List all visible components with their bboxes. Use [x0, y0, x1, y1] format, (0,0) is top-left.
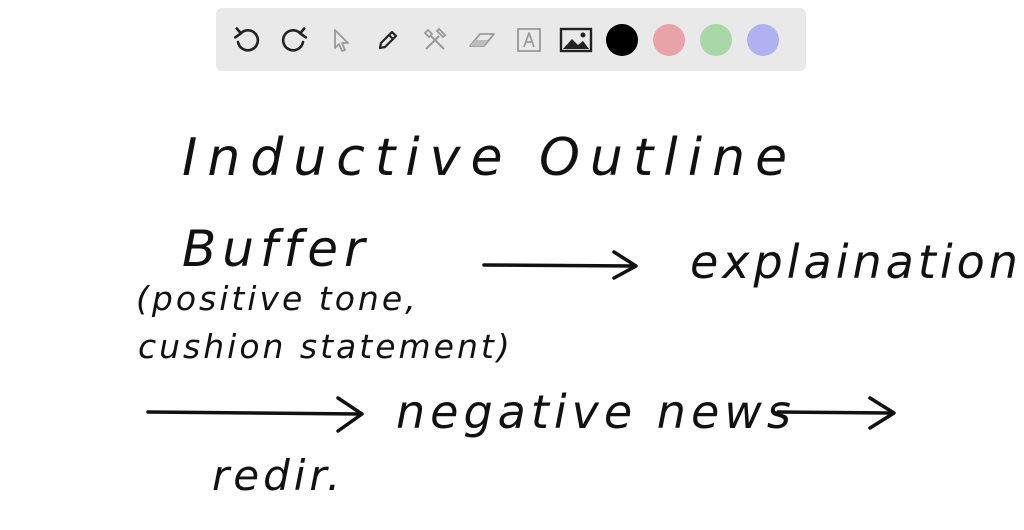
redo-icon: [279, 25, 309, 55]
select-pointer-icon: [327, 26, 355, 54]
redo-button[interactable]: [277, 23, 311, 57]
text-button[interactable]: [512, 23, 546, 57]
color-swatch-black[interactable]: [606, 23, 638, 56]
pen-icon: [374, 26, 402, 54]
drawing-toolbar: [216, 8, 806, 71]
redir-text: redir.: [212, 451, 344, 500]
pen-button[interactable]: [371, 23, 405, 57]
arrow-after-negative-news: [776, 396, 896, 430]
select-button[interactable]: [324, 23, 358, 57]
eraser-button[interactable]: [465, 23, 499, 57]
color-swatch-purple[interactable]: [747, 23, 779, 56]
eraser-icon: [466, 26, 498, 54]
buffer-note-line1: (positive tone,: [136, 279, 419, 318]
undo-icon: [232, 25, 262, 55]
arrow-to-negative-news: [146, 396, 364, 433]
tools-button[interactable]: [418, 23, 452, 57]
tools-icon: [420, 25, 450, 55]
undo-button[interactable]: [230, 23, 264, 57]
image-button[interactable]: [559, 23, 593, 57]
buffer-note-line2: cushion statement): [138, 327, 513, 366]
explanation-text: explaination: [690, 235, 1022, 289]
text-box-icon: [515, 26, 543, 54]
negative-news-text: negative news: [396, 385, 796, 439]
title-text: Inductive Outline: [182, 128, 797, 188]
color-swatch-red[interactable]: [653, 23, 685, 56]
buffer-text: Buffer: [182, 220, 371, 278]
color-swatch-green[interactable]: [700, 23, 732, 56]
arrow-to-explanation: [482, 250, 638, 280]
image-icon: [559, 26, 593, 54]
